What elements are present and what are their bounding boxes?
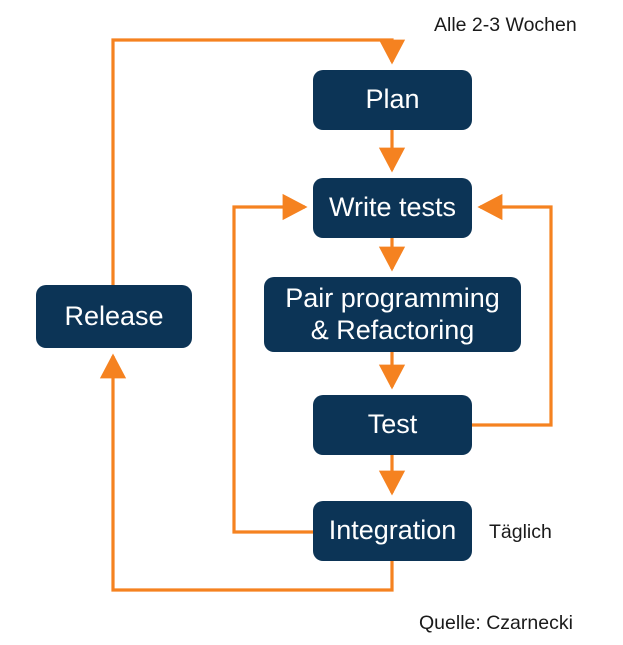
node-release[interactable]: Release <box>36 285 192 348</box>
edge-test-to-write-tests <box>472 193 553 427</box>
caption-integration-frequency: Täglich <box>489 521 552 543</box>
node-test[interactable]: Test <box>313 395 472 455</box>
caption-source-attribution: Quelle: Czarnecki <box>419 612 573 634</box>
edge-release-to-plan <box>111 38 406 285</box>
edge-integration-to-write-tests <box>232 193 313 534</box>
node-write-tests[interactable]: Write tests <box>313 178 472 238</box>
caption-release-cadence: Alle 2-3 Wochen <box>434 14 577 36</box>
node-pair-programming-refactoring[interactable]: Pair programming & Refactoring <box>264 277 521 352</box>
edge-integration-to-release <box>99 353 394 592</box>
node-integration[interactable]: Integration <box>313 501 472 561</box>
node-plan[interactable]: Plan <box>313 70 472 130</box>
